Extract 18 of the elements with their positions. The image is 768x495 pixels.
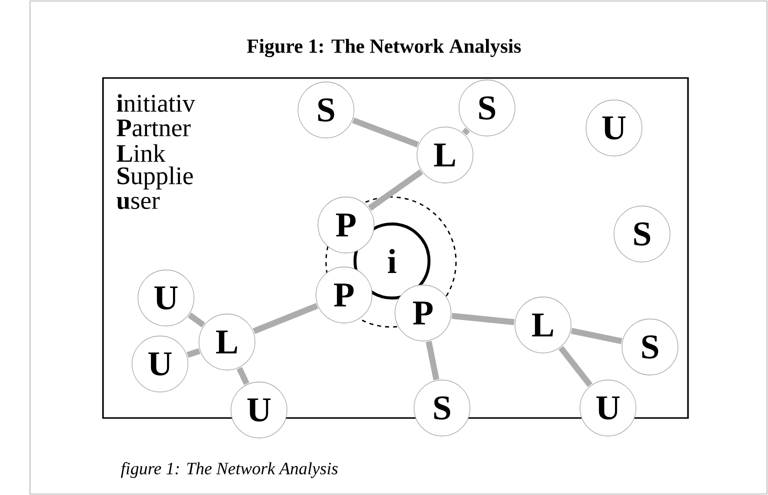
key-label: initiativ [116, 94, 196, 112]
key-label: Link [116, 144, 166, 162]
connector-line [462, 128, 470, 136]
connector-line [352, 117, 419, 148]
key-label: user [116, 196, 160, 210]
connector-line [570, 328, 622, 344]
connector-line [236, 366, 250, 386]
key-label: Supplie [118, 166, 193, 190]
connector-line [188, 312, 206, 328]
connector-line [426, 340, 440, 380]
title: Figure 1: The Network Analysis [247, 38, 521, 58]
connector-line [252, 303, 318, 334]
caption: figure 1: The Network Analysis [120, 462, 338, 478]
connector-line [186, 348, 200, 358]
connector-line [452, 312, 514, 326]
connector-line [558, 346, 592, 387]
connector-line [368, 169, 424, 211]
key-label: Partner [116, 120, 191, 136]
